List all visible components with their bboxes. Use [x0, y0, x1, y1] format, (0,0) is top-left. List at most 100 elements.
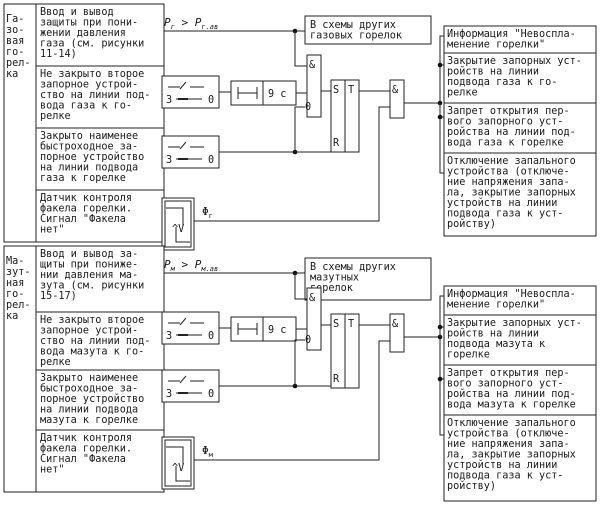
- output-text-line: релке: [447, 88, 478, 99]
- flame-sensor-glyph-bottom: [175, 227, 190, 243]
- output-box-1: [443, 285, 597, 316]
- flipflop-toggle-column: [344, 79, 360, 153]
- pressure-subscript: г: [171, 23, 175, 31]
- switch-not-closed-second-valve: [161, 75, 220, 109]
- pressure-label: Pг > Pг.ав: [164, 16, 218, 31]
- output-text-line: Запрет открытия пер-: [447, 106, 570, 117]
- input-text-line: факела горелки.: [40, 203, 132, 215]
- input-text-line: Закрыто наименее: [40, 373, 138, 384]
- switch2-to-and-inverted-wire: [294, 339, 305, 386]
- input-text-line: нии давления ма-: [40, 270, 138, 281]
- output-text-line: подвода газа к уст-: [447, 209, 564, 220]
- input-text-line: запорное устрой-: [40, 79, 138, 91]
- output-text-line: устройств на линии: [447, 459, 557, 471]
- output-text-line: устройств на линии: [447, 197, 557, 209]
- switch-closed-slow-valve: [161, 135, 220, 169]
- flame-sensor-symbol: ^V: [172, 224, 184, 235]
- output-text-line: Информация "Невоспла-: [447, 288, 576, 300]
- and-gate-label: &: [309, 60, 316, 71]
- input-text-line: нет": [40, 225, 65, 236]
- output-text-line: подвода газа к го-: [447, 77, 557, 88]
- burner-type-label: рел-: [6, 58, 31, 69]
- input-text-line: быстроходное за-: [40, 383, 138, 395]
- input-text-line: газа (см. рисунки: [40, 39, 144, 50]
- input-text-line: запорное устрой-: [40, 325, 138, 337]
- output-box-4: [443, 414, 597, 502]
- input-text-line: релке: [40, 111, 71, 122]
- output-box-2: [443, 314, 597, 366]
- output-text-line: ройству): [447, 218, 496, 230]
- output-box-1: [443, 25, 597, 54]
- output-text-line: Отключение запального: [447, 418, 576, 429]
- flame-sensor-inner: [164, 200, 192, 248]
- switch-position-0: 0: [208, 389, 214, 400]
- flame-sensor-glyph-top: [166, 446, 184, 465]
- input-text-line: факела горелки.: [40, 443, 132, 455]
- and-gate-label: &: [392, 85, 399, 96]
- timer-delay-value: 9 с: [268, 89, 286, 100]
- flame-sensor-glyph-bottom: [175, 466, 190, 482]
- other-schemes-text-line: В схемы других: [310, 262, 396, 273]
- flipflop-t-label: T: [348, 85, 354, 96]
- output-text-line: ние напряжения запа-: [447, 177, 570, 188]
- junction-dot: [437, 376, 443, 382]
- output-bus: [439, 35, 444, 174]
- switch-position-3: 3: [166, 95, 172, 106]
- flipflop-s-label: S: [333, 85, 339, 96]
- switch-position-indicator: [178, 158, 188, 160]
- input-text-line: релке: [40, 357, 71, 368]
- burner-type-label: ная: [6, 278, 24, 289]
- and-gate-2: [389, 313, 405, 353]
- output-text-line: вого запорного уст-: [447, 117, 564, 128]
- input-box-1: [35, 3, 165, 67]
- pressure-to-and-wire: [294, 273, 307, 300]
- output-text-line: Закрытие запорных уст-: [447, 56, 582, 67]
- switch-contact-blade: [179, 141, 187, 150]
- other-schemes-text-line: газовых горелок: [310, 31, 402, 42]
- and-gate-1: [306, 54, 322, 118]
- input-text-line: Не закрыто второе: [40, 315, 144, 326]
- and-gate-label: &: [309, 293, 316, 304]
- flame-signal-label: Φм: [202, 444, 214, 459]
- input-text-line: Датчик контроля: [40, 193, 132, 204]
- burner-type-label: зо-: [6, 25, 24, 36]
- input-text-line: порное устройство: [40, 151, 144, 163]
- output-text-line: ройства на линии под-: [447, 126, 576, 138]
- burner-type-label: вая: [6, 36, 24, 47]
- switch-position-0: 0: [208, 331, 214, 342]
- output-bus: [439, 295, 444, 436]
- burner-type-label: зут-: [6, 267, 31, 278]
- switch-position-3: 3: [166, 389, 172, 400]
- input-text-line: Ввод и вывод: [40, 7, 114, 18]
- pressure-to-and-wire: [294, 31, 307, 67]
- flame-signal-wire: [194, 340, 390, 461]
- pressure-symbol: P: [195, 258, 202, 271]
- input-text-line: Ввод и вывод за-: [40, 249, 138, 260]
- input-text-line: газа к горелке: [40, 173, 126, 184]
- output-text-line: подвода газа к уст-: [447, 471, 564, 482]
- input-text-line: вода мазута к го-: [40, 347, 144, 358]
- pressure-subscript: м: [170, 265, 176, 273]
- output-text-line: вода мазута к горелке: [447, 400, 576, 411]
- output-text-line: подвода мазута к: [447, 339, 545, 350]
- flame-sensor-inner: [164, 439, 192, 487]
- input-text-line: нет": [40, 465, 65, 476]
- switch-contact-blade: [179, 317, 187, 326]
- flipflop-r-label: R: [333, 374, 340, 385]
- other-schemes-text-line: В схемы других: [310, 20, 396, 31]
- timer-delay-value: 9 с: [268, 325, 286, 336]
- input-text-line: вода газа к го-: [40, 101, 132, 112]
- output-text-line: Информация "Невоспла-: [447, 28, 576, 40]
- input-text-line: ство на линии под-: [40, 336, 150, 347]
- flame-phi: Φ: [202, 205, 209, 218]
- flame-subscript: г: [209, 212, 213, 220]
- switch-position-indicator: [178, 98, 188, 100]
- output-text-line: вого запорного уст-: [447, 379, 564, 390]
- burner-type-label: Ма-: [6, 256, 24, 267]
- output-text-line: менение горелки": [447, 300, 545, 311]
- pressure-operator: >: [175, 16, 195, 29]
- flame-sensor-glyph-top: [166, 207, 184, 226]
- flame-phi: Φ: [202, 444, 209, 457]
